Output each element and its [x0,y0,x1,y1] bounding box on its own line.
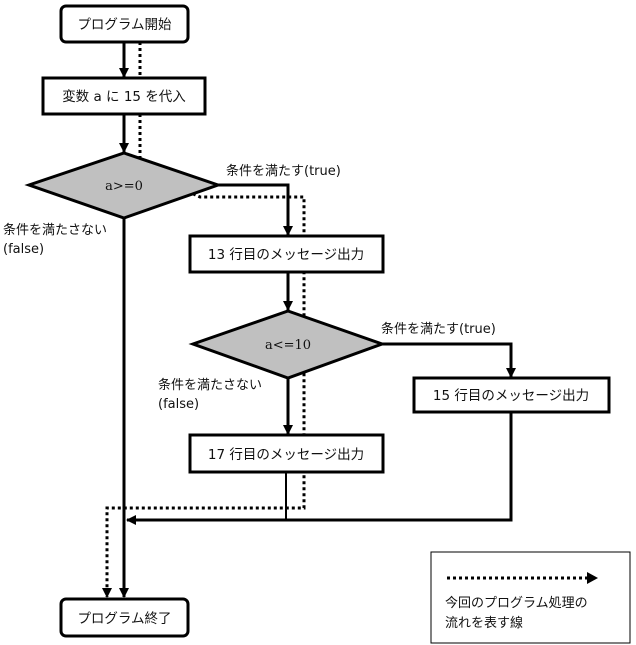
legend-arrowhead-icon [587,572,598,584]
legend-text-line2: 流れを表す線 [445,615,523,631]
node-end: プログラム終了 [59,597,190,638]
node-msg15: 15 行目のメッセージ出力 [412,376,611,414]
cond1-true-label: 条件を満たす(true) [226,163,341,179]
cond2-true-label: 条件を満たす(true) [381,321,496,337]
legend: 今回のプログラム処理の 流れを表す線 [430,551,631,644]
legend-text-line1: 今回のプログラム処理の [445,595,588,611]
cond1-false-label-line2: (false) [3,242,44,257]
node-msg17-label: 17 行目のメッセージ出力 [208,447,364,463]
cond2-false-label-line2: (false) [158,397,199,412]
node-start: プログラム開始 [59,4,190,44]
connector-cond2-true-to-msg15 [382,342,516,378]
decision-cond2: a<=10 [188,309,387,380]
cond1-false-label-line1: 条件を満たさない [3,222,107,238]
node-assign: 変数 a に 15 を代入 [41,76,207,116]
node-msg13-label: 13 行目のメッセージ出力 [208,247,364,263]
decision-cond1: a>=0 [24,151,223,220]
connector-msg15-to-merge [126,412,513,525]
decision-cond1-label: a>=0 [105,179,143,194]
node-msg13: 13 行目のメッセージ出力 [188,234,385,274]
solid-connectors [119,42,516,598]
node-start-label: プログラム開始 [77,17,172,33]
node-end-label: プログラム終了 [77,611,171,627]
decision-cond2-label: a<=10 [265,338,311,353]
node-assign-label: 変数 a に 15 を代入 [62,88,186,105]
cond2-false-label-line1: 条件を満たさない [158,377,262,393]
node-msg17: 17 行目のメッセージ出力 [188,433,385,474]
connector-cond1-true-to-msg13 [218,183,293,236]
node-msg15-label: 15 行目のメッセージ出力 [433,388,589,404]
